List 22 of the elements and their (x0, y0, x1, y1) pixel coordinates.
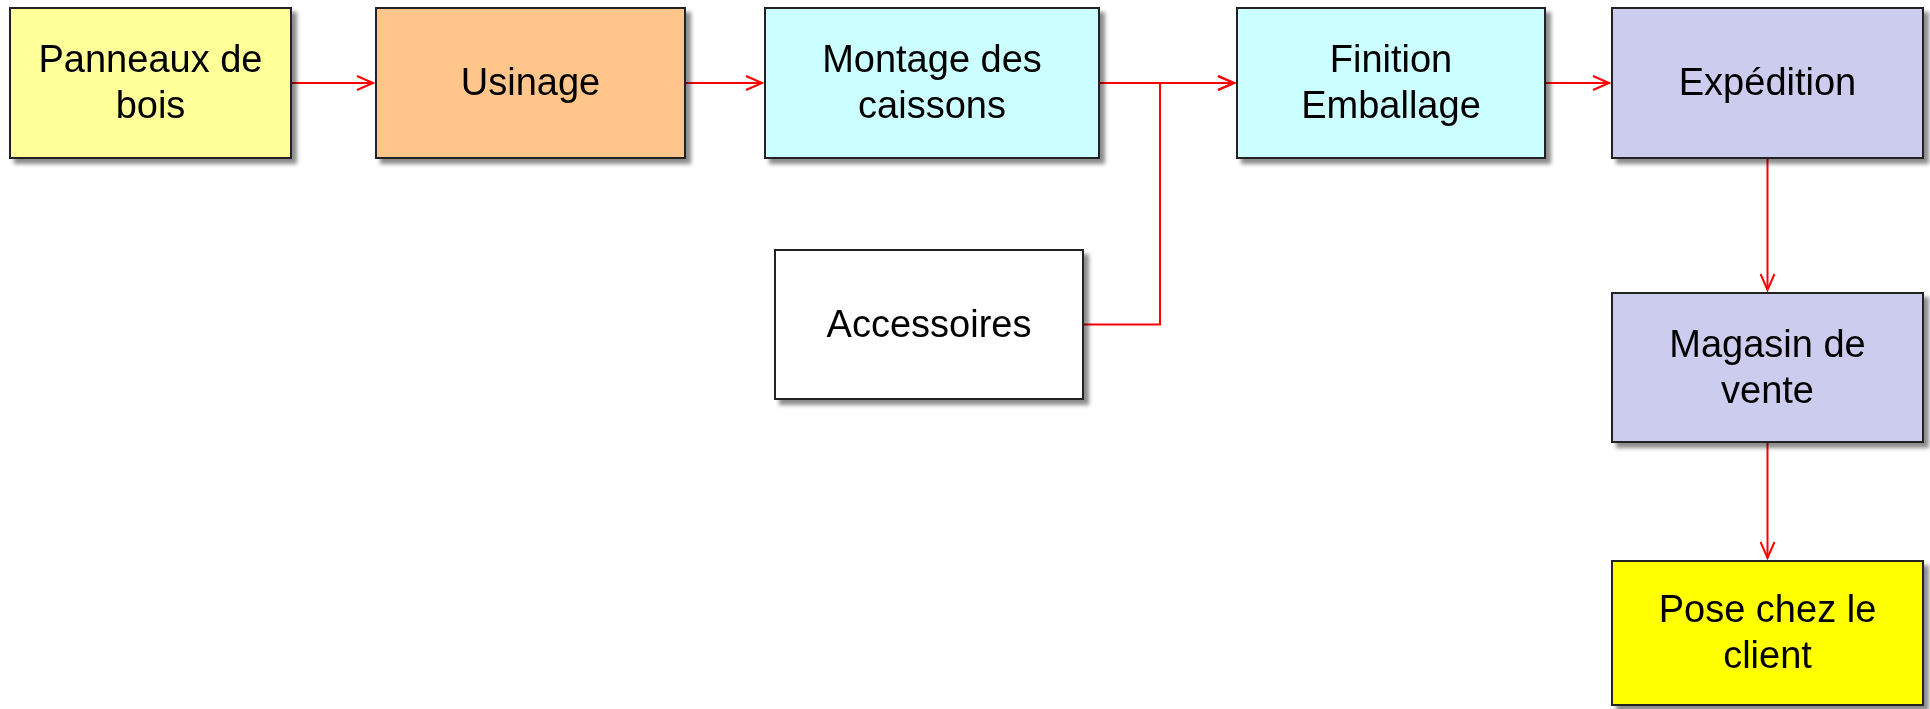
process-box (9, 7, 292, 159)
box-label: Expédition (1677, 60, 1858, 106)
box-label: Magasin de vente (1668, 321, 1867, 413)
process-box (764, 7, 1100, 159)
arrow (1759, 158, 1776, 291)
box-label: Montage des caissons (821, 37, 1043, 128)
process-box (1611, 292, 1924, 443)
box-label: Pose chez le client (1657, 587, 1878, 678)
process-box (774, 249, 1084, 400)
process-box (1611, 7, 1924, 159)
arrow (1083, 75, 1235, 326)
process-box (1236, 7, 1546, 159)
arrow (1759, 442, 1776, 559)
arrow (685, 75, 763, 91)
arrow (291, 75, 374, 91)
box-label: Accessoires (825, 301, 1033, 347)
process-box (375, 7, 686, 159)
arrow (1545, 75, 1610, 91)
box-label: Panneaux de bois (37, 37, 264, 128)
process-box (1611, 560, 1924, 706)
box-label: Usinage (459, 60, 602, 106)
box-label: Finition Emballage (1300, 37, 1482, 128)
